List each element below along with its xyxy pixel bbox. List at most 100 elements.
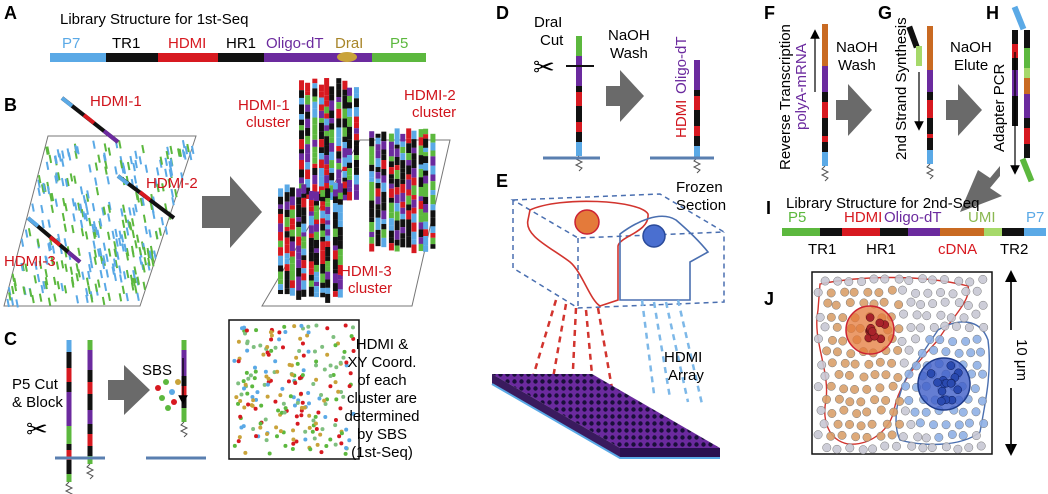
oligo-dash xyxy=(143,256,148,266)
spatial-dot xyxy=(874,288,884,298)
cluster-dot xyxy=(333,417,338,422)
oligo-dash xyxy=(85,193,90,202)
cluster-segment xyxy=(332,269,338,274)
nucleotide-dot xyxy=(171,399,177,405)
random-oligo-lawn xyxy=(6,139,195,308)
cluster-dot xyxy=(299,323,304,328)
oligo-dash xyxy=(122,165,127,175)
spatial-dot xyxy=(978,274,988,284)
oligo-dash xyxy=(94,177,98,186)
cluster-segment xyxy=(369,243,375,252)
cluster-segment xyxy=(394,136,400,145)
cluster-segment xyxy=(411,147,417,154)
cluster-segment xyxy=(336,163,342,170)
cluster-dot xyxy=(269,348,274,353)
cluster-segment xyxy=(320,230,326,237)
cluster-dot xyxy=(241,379,246,384)
oligo-dash xyxy=(13,282,18,292)
cluster-segment xyxy=(342,194,348,201)
spatial-dot xyxy=(852,409,862,419)
cluster-dot xyxy=(267,451,272,456)
cluster-dot xyxy=(244,370,249,375)
oligo-dash xyxy=(142,264,146,273)
oligo-dash xyxy=(88,164,92,173)
spatial-dot xyxy=(822,395,831,404)
spatial-dot xyxy=(814,334,823,344)
cluster-segment xyxy=(353,140,359,146)
cluster-segment xyxy=(394,170,400,179)
cluster-segment xyxy=(284,279,290,289)
cluster-dot xyxy=(325,326,330,331)
oligo-dash xyxy=(118,140,122,149)
oligo-dash xyxy=(77,247,81,256)
strand-f xyxy=(820,24,830,182)
cluster-dot xyxy=(253,406,258,411)
cluster-dot xyxy=(269,337,274,342)
oligo-dash xyxy=(69,266,74,275)
cluster-dot xyxy=(351,411,356,416)
spatial-dot xyxy=(826,288,836,298)
cluster-dot xyxy=(263,417,268,422)
d-strand-1 xyxy=(576,86,582,92)
oligo-dash xyxy=(56,149,61,158)
cluster-segment xyxy=(388,167,394,175)
oligo-dash xyxy=(96,229,100,239)
cluster-segment xyxy=(406,179,412,190)
d-strand-1 xyxy=(576,132,582,142)
cluster-segment xyxy=(423,236,429,246)
cluster-segment xyxy=(388,183,394,189)
spatial-dot xyxy=(979,419,989,428)
cluster-dot xyxy=(322,398,327,403)
cluster-segment xyxy=(312,139,318,147)
cluster-segment xyxy=(299,149,305,154)
cluster-segment xyxy=(423,212,429,222)
cluster-segment xyxy=(308,274,314,281)
spatial-dot xyxy=(952,322,961,331)
oligo-dash xyxy=(158,227,162,236)
oligo-dash xyxy=(31,294,35,304)
cluster-segment xyxy=(305,95,311,105)
spatial-dot xyxy=(846,349,856,359)
cluster-dot xyxy=(307,413,312,418)
cluster-segment xyxy=(289,241,295,252)
cluster-segment xyxy=(337,248,343,256)
cluster-segment xyxy=(296,267,302,277)
cluster-segment xyxy=(381,237,387,248)
oligo-dash xyxy=(131,229,136,239)
c-strand-2 xyxy=(87,340,93,350)
cluster-segment xyxy=(289,224,295,230)
cut-strands xyxy=(64,340,189,494)
f-strand xyxy=(822,66,828,92)
cluster-segment xyxy=(314,223,320,232)
cluster-3-label-b: cluster xyxy=(348,280,392,297)
linker-squiggle xyxy=(692,157,702,174)
cluster-dot xyxy=(259,403,264,408)
oligo-dash xyxy=(181,149,186,158)
d-strand-1 xyxy=(576,36,582,56)
cluster-segment xyxy=(324,78,330,88)
cluster-dot xyxy=(280,386,285,391)
cluster-dot xyxy=(301,368,306,373)
oligo-dash xyxy=(118,230,123,239)
spatial-dot xyxy=(929,420,938,430)
oligo-dash xyxy=(92,240,96,249)
cluster-segment xyxy=(308,286,314,297)
cluster-segment xyxy=(375,137,381,145)
cluster-segment xyxy=(318,118,324,123)
cluster-dot xyxy=(336,389,341,394)
cluster-dot xyxy=(334,397,339,402)
cluster-segment xyxy=(375,172,381,179)
nucleus-blue xyxy=(642,224,666,248)
oligo-dash xyxy=(37,187,41,196)
oligo-dash xyxy=(28,288,33,298)
cluster-dot xyxy=(266,352,271,357)
cluster-dot xyxy=(339,431,344,436)
cluster-segment xyxy=(388,212,394,219)
oligo-dash xyxy=(71,224,75,234)
spatial-dot xyxy=(834,369,844,379)
drai-cut-a: DraI xyxy=(534,14,562,31)
oligo-dash xyxy=(47,243,51,252)
oligo-dash xyxy=(102,206,107,215)
spatial-dot xyxy=(954,276,964,286)
cluster-dot xyxy=(232,443,237,448)
